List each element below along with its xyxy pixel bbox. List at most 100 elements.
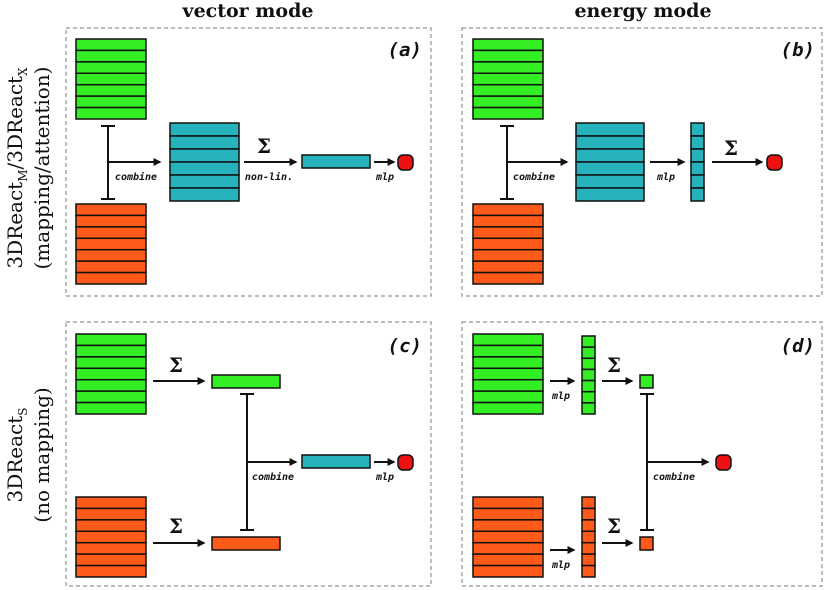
stack-cell bbox=[75, 378, 147, 392]
stack-cell bbox=[472, 344, 544, 358]
stack-cell bbox=[581, 402, 596, 415]
stack-cell bbox=[472, 260, 544, 274]
stack-cell bbox=[581, 346, 596, 360]
stack-cell bbox=[169, 187, 240, 202]
stack-cell bbox=[75, 344, 147, 358]
panel-d-content: mlp Σ mlp Σ combine bbox=[472, 333, 732, 578]
stack-cell bbox=[75, 271, 147, 285]
panel-b-content: combine mlp Σ bbox=[472, 38, 783, 285]
stack-cell bbox=[75, 49, 147, 63]
stack-cell bbox=[169, 122, 240, 137]
panel-c-orange-stack bbox=[75, 496, 147, 578]
stack-cell bbox=[581, 553, 596, 567]
panel-c-teal-vector bbox=[301, 454, 371, 469]
stack-cell bbox=[690, 122, 705, 137]
panel-b-output-node bbox=[766, 154, 783, 171]
stack-cell bbox=[75, 248, 147, 262]
stack-cell bbox=[75, 38, 147, 52]
panel-a-output-node bbox=[397, 154, 414, 171]
panel-b-teal-column bbox=[690, 122, 705, 202]
stack-cell bbox=[472, 83, 544, 97]
stack-cell bbox=[472, 496, 544, 510]
panel-d-orange-scalar bbox=[639, 536, 654, 551]
stack-cell bbox=[472, 519, 544, 533]
stack-cell bbox=[472, 237, 544, 251]
stack-cell bbox=[75, 519, 147, 533]
stack-cell bbox=[169, 135, 240, 150]
stack-cell bbox=[75, 564, 147, 578]
panel-b-combine-label: combine bbox=[513, 171, 555, 183]
stack-cell bbox=[472, 72, 544, 86]
panel-c-output-node bbox=[397, 454, 414, 471]
stack-cell bbox=[472, 38, 544, 52]
stack-cell bbox=[690, 135, 705, 150]
row-title-top: 3DReactM/3DReactX (mapping/attention) bbox=[3, 67, 54, 270]
stack-cell bbox=[472, 553, 544, 567]
panel-d-combine-label: combine bbox=[653, 471, 695, 483]
panel-a-nonlin-label: non-lin. bbox=[245, 171, 293, 183]
stack-cell bbox=[169, 174, 240, 189]
stack-cell bbox=[75, 356, 147, 370]
stack-cell bbox=[575, 187, 645, 202]
panel-d-green-stack bbox=[472, 333, 544, 415]
stack-cell bbox=[75, 496, 147, 510]
panel-a-teal-stack bbox=[169, 122, 240, 202]
panel-c-green-sigma: Σ bbox=[169, 353, 183, 377]
panel-d-orange-mlp-label: mlp bbox=[551, 560, 570, 571]
row-top-sub1: M bbox=[16, 169, 30, 181]
panel-b-label: (b) bbox=[781, 39, 815, 61]
panel-b-green-stack bbox=[472, 38, 544, 120]
stack-cell bbox=[581, 541, 596, 555]
stack-cell bbox=[575, 148, 645, 163]
panel-d-orange-column bbox=[581, 496, 596, 578]
stack-cell bbox=[75, 260, 147, 274]
stack-cell bbox=[169, 161, 240, 176]
stack-cell bbox=[472, 333, 544, 347]
panel-b-teal-stack bbox=[575, 122, 645, 202]
panel-c-content: Σ Σ combine mlp bbox=[75, 333, 414, 578]
panel-d-green-column bbox=[581, 335, 596, 415]
column-title-energy-mode: energy mode bbox=[574, 0, 711, 22]
panel-d-green-sigma: Σ bbox=[607, 353, 621, 377]
stack-cell bbox=[472, 530, 544, 544]
stack-cell bbox=[472, 271, 544, 285]
stack-cell bbox=[75, 237, 147, 251]
svg-text:3DReactM/3DReactX: 3DReactM/3DReactX bbox=[3, 67, 30, 269]
stack-cell bbox=[581, 379, 596, 393]
row-top-second: (mapping/attention) bbox=[30, 67, 54, 270]
row-bottom-second: (no mapping) bbox=[30, 387, 54, 522]
stack-cell bbox=[75, 507, 147, 521]
panel-c-mlp-label: mlp bbox=[375, 472, 394, 483]
column-title-vector-mode: vector mode bbox=[182, 0, 314, 22]
stack-cell bbox=[575, 122, 645, 137]
stack-cell bbox=[472, 564, 544, 578]
row-title-bottom: 3DReactS (no mapping) bbox=[3, 387, 54, 522]
stack-cell bbox=[472, 226, 544, 240]
panel-a-orange-stack bbox=[75, 203, 147, 285]
panel-c-orange-sigma: Σ bbox=[169, 514, 183, 538]
panel-a-content: combine Σ non-lin. mlp bbox=[75, 38, 414, 285]
stack-cell bbox=[75, 95, 147, 109]
panel-a-green-stack bbox=[75, 38, 147, 120]
stack-cell bbox=[581, 530, 596, 544]
panel-b-orange-stack bbox=[472, 203, 544, 285]
stack-cell bbox=[75, 106, 147, 120]
stack-cell bbox=[581, 357, 596, 371]
panel-a-teal-vector bbox=[301, 154, 371, 169]
panel-d-orange-stack bbox=[472, 496, 544, 578]
stack-cell bbox=[575, 135, 645, 150]
stack-cell bbox=[75, 553, 147, 567]
stack-cell bbox=[472, 248, 544, 262]
stack-cell bbox=[472, 541, 544, 555]
panel-d-green-scalar bbox=[639, 374, 654, 389]
row-top-main: 3DReact bbox=[3, 182, 27, 269]
panel-c-orange-vector bbox=[211, 536, 281, 551]
stack-cell bbox=[472, 378, 544, 392]
stack-cell bbox=[575, 161, 645, 176]
panel-b-mlp-label: mlp bbox=[656, 172, 675, 183]
stack-cell bbox=[472, 214, 544, 228]
panel-a-sigma: Σ bbox=[257, 134, 271, 158]
panel-c-label: (c) bbox=[388, 335, 422, 357]
svg-text:3DReactS: 3DReactS bbox=[3, 407, 30, 502]
stack-cell bbox=[472, 106, 544, 120]
